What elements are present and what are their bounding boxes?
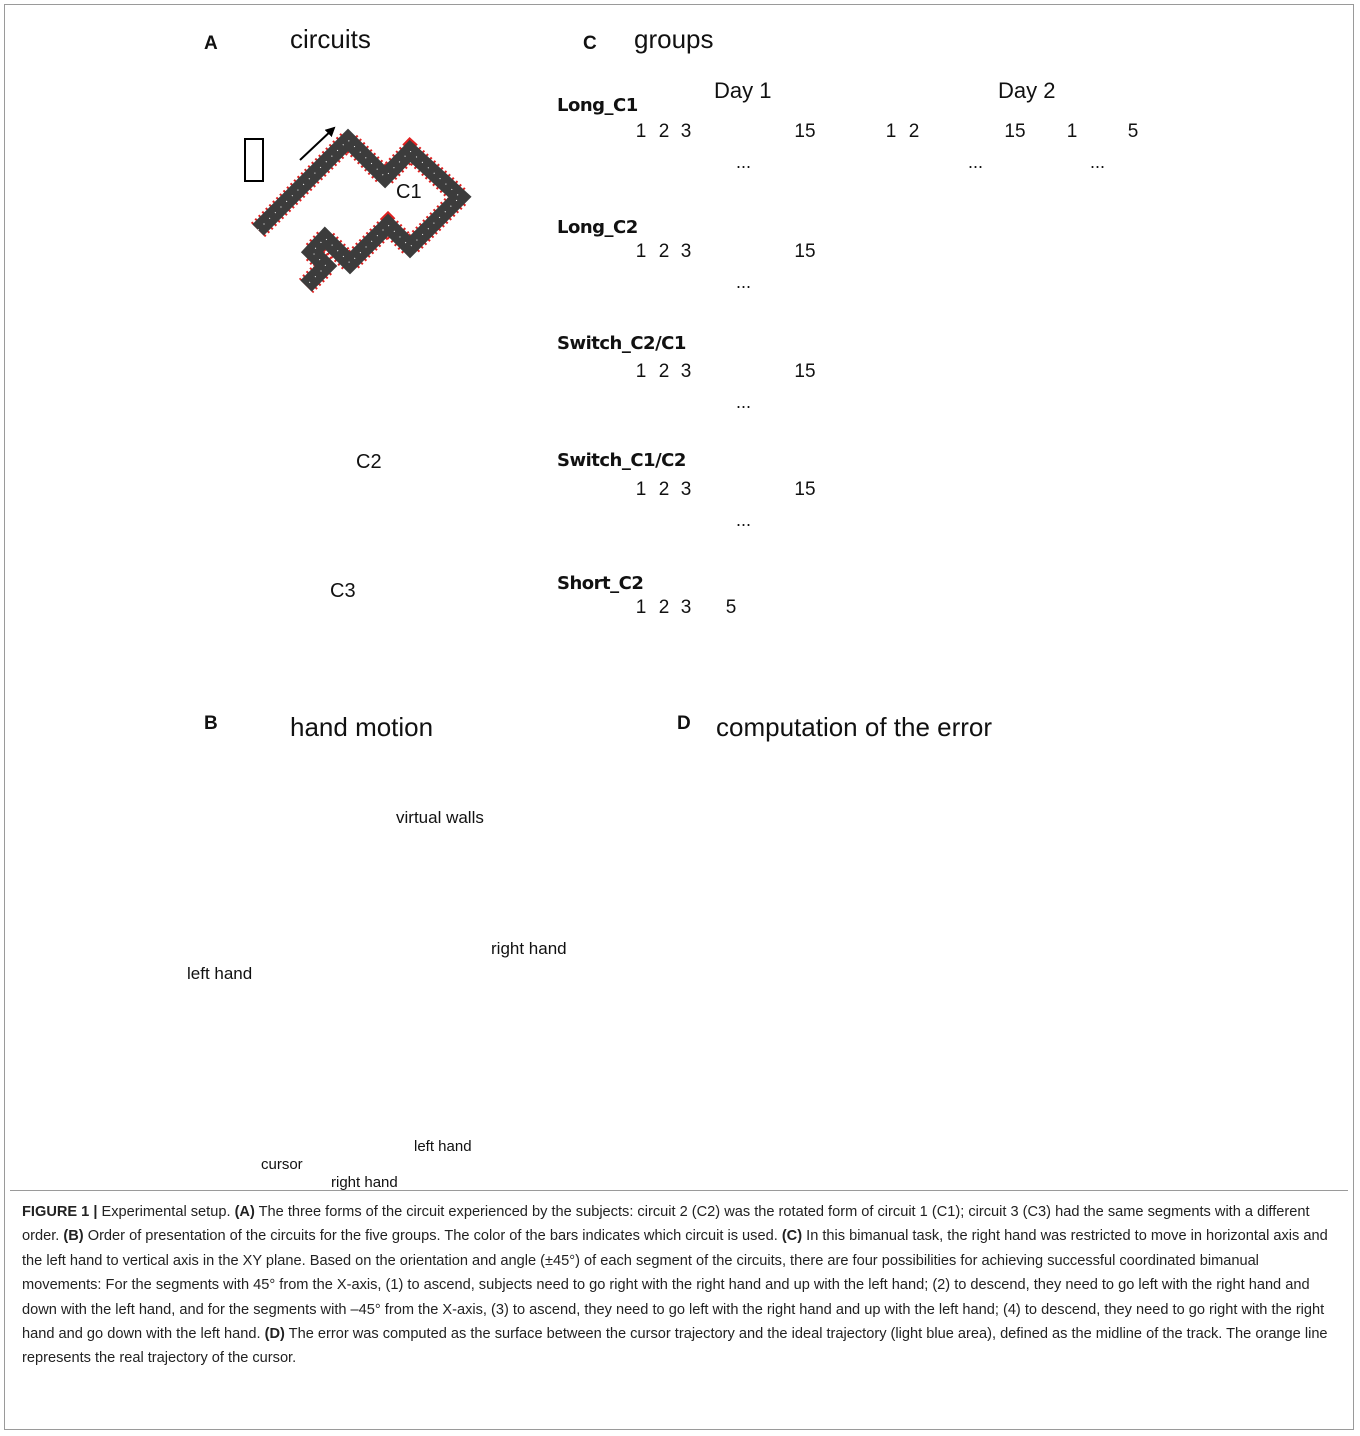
panel-b-title: hand motion (290, 712, 434, 742)
trial-number: 2 (658, 361, 670, 382)
ellipsis: ... (736, 510, 752, 530)
trial-number: 1 (1066, 121, 1078, 142)
caption-label-b: (B) (63, 1228, 84, 1245)
caption-intro: Experimental setup. (101, 1204, 231, 1220)
ellipsis: ... (736, 272, 752, 292)
ellipsis: ... (968, 152, 984, 172)
figure-label: FIGURE 1 | (22, 1204, 98, 1220)
circuit-label-c3: C3 (330, 580, 356, 602)
trial-number: 3 (680, 479, 692, 500)
circuit-label-c2: C2 (356, 451, 382, 473)
circuit-c1 (244, 125, 475, 294)
right-hand-label: right hand (491, 939, 567, 958)
panel-c-letter: C (583, 33, 597, 54)
caption-label-c: (C) (781, 1228, 803, 1245)
day2-label: Day 2 (998, 78, 1056, 103)
trial-number: 15 (794, 479, 816, 500)
trial-number: 15 (794, 121, 816, 142)
cursor-label: cursor (261, 1156, 303, 1173)
left-hand-combo-label: left hand (414, 1138, 472, 1155)
trial-number: 5 (1127, 121, 1139, 142)
group-label-switch-c2c1: Switch_C2/C1 (557, 333, 686, 354)
group-label-long-c2: Long_C2 (557, 217, 638, 238)
ellipsis: ... (1090, 152, 1106, 172)
trial-number: 3 (680, 241, 692, 262)
circuit-label-c1: C1 (396, 181, 422, 203)
caption-divider (10, 1190, 1348, 1191)
caption-label-d: (D) (264, 1326, 285, 1343)
c1-color-swatch (244, 138, 264, 182)
caption-text-a: The three forms of the circuit experienc… (22, 1204, 1310, 1245)
ellipsis: ... (736, 392, 752, 412)
panel-b-letter: B (204, 713, 218, 734)
panel-d-letter: D (677, 713, 691, 734)
trial-number: 1 (635, 121, 647, 142)
trial-number: 3 (680, 597, 692, 618)
group-label-short-c2: Short_C2 (557, 573, 644, 594)
trial-number: 2 (658, 597, 670, 618)
trial-number: 1 (885, 121, 897, 142)
trial-number: 2 (658, 479, 670, 500)
trial-number: 5 (725, 597, 737, 618)
group-label-switch-c1c2: Switch_C1/C2 (557, 450, 686, 471)
ellipsis: ... (736, 152, 752, 172)
trial-number: 15 (794, 361, 816, 382)
trial-number: 2 (908, 121, 920, 142)
right-hand-combo-label: right hand (331, 1174, 398, 1191)
caption-label-a: (A) (234, 1204, 255, 1220)
group-label-long-c1: Long_C1 (557, 95, 638, 116)
trial-number: 1 (635, 479, 647, 500)
caption-text-c: In this bimanual task, the right hand wa… (22, 1228, 1328, 1343)
caption-text-b: Order of presentation of the circuits fo… (87, 1228, 778, 1245)
virtual-walls-label: virtual walls (396, 808, 484, 827)
figure-graphics (244, 125, 475, 294)
trial-number: 15 (794, 241, 816, 262)
trial-number: 1 (635, 241, 647, 262)
trial-number: 3 (680, 361, 692, 382)
trial-number: 3 (680, 121, 692, 142)
trial-number: 15 (1004, 121, 1026, 142)
trial-number: 2 (658, 241, 670, 262)
left-hand-label: left hand (187, 964, 253, 983)
caption-text-d: The error was computed as the surface be… (22, 1326, 1328, 1367)
figure-caption: FIGURE 1 | Experimental setup. (A) The t… (22, 1200, 1342, 1371)
trial-number: 2 (658, 121, 670, 142)
trial-number: 1 (635, 597, 647, 618)
c1-direction-arrow (299, 126, 336, 161)
day1-label: Day 1 (714, 78, 772, 103)
panel-c-title: groups (634, 24, 714, 54)
panel-a-letter: A (204, 33, 218, 54)
panel-d-title: computation of the error (716, 712, 993, 742)
trial-number: 1 (635, 361, 647, 382)
panel-a-title: circuits (290, 24, 371, 54)
figure-frame (4, 4, 1354, 1430)
